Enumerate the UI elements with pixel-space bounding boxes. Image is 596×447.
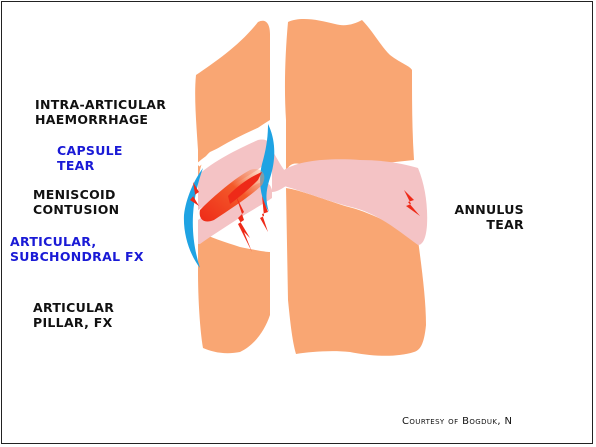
- label-annulus-tear: Annulus tear: [438, 202, 524, 232]
- label-intra-articular-haemorrhage: Intra-articular haemorrhage: [35, 97, 166, 127]
- credit-text: Courtesy of Bogduk, N: [402, 416, 512, 427]
- label-articular-subchondral-fx: Articular, subchondral Fx: [10, 234, 144, 264]
- vertebral-body-upper: [285, 19, 414, 172]
- label-articular-pillar-fx: Articular pillar, Fx: [33, 300, 114, 330]
- label-meniscoid-contusion: Meniscoid contusion: [33, 187, 119, 217]
- label-capsule-tear: Capsule tear: [57, 143, 123, 173]
